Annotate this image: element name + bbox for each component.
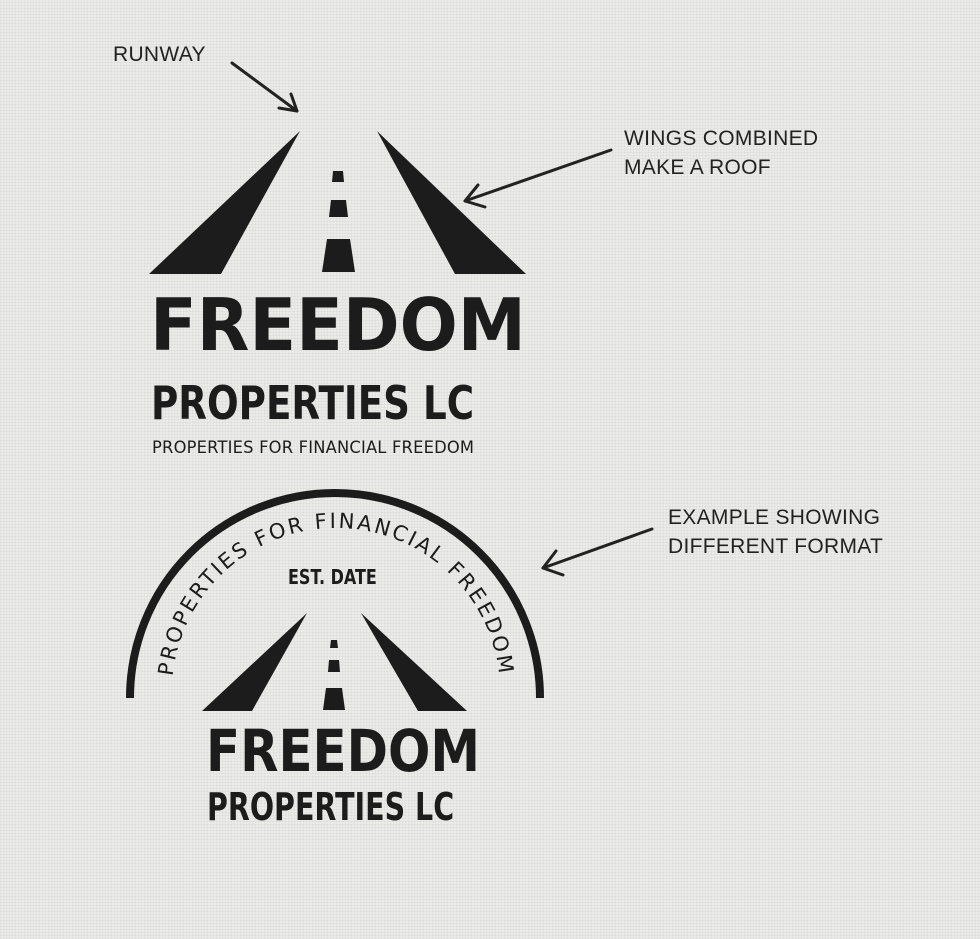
annotation-runway: RUNWAY: [113, 40, 206, 69]
annotation-example: EXAMPLE SHOWING DIFFERENT FORMAT: [668, 503, 883, 561]
badge-logo-subname: PROPERTIES LC: [207, 785, 455, 829]
primary-logo-runway: [322, 171, 355, 272]
arrow-runway-icon: [230, 61, 299, 113]
arrow-wings-icon: [463, 148, 613, 209]
primary-logo-subname: PROPERTIES LC: [151, 376, 475, 430]
right-wing-shape: [377, 131, 526, 274]
annotation-wings-line2: MAKE A ROOF: [624, 156, 771, 179]
badge-logo-name: FREEDOM: [206, 717, 481, 785]
badge-logo-runway: [323, 640, 345, 710]
badge-est-date: EST. DATE: [288, 565, 377, 589]
annotation-example-line2: DIFFERENT FORMAT: [668, 535, 884, 558]
badge-arc-shape: [126, 489, 544, 699]
arrow-example-icon: [541, 527, 654, 577]
annotation-wings-line1: WINGS COMBINED: [624, 127, 819, 150]
left-wing-shape: [149, 131, 300, 274]
primary-logo-tagline: PROPERTIES FOR FINANCIAL FREEDOM: [152, 438, 475, 458]
annotation-wings: WINGS COMBINED MAKE A ROOF: [624, 124, 818, 182]
badge-logo-wings: [202, 613, 467, 711]
primary-logo-wings: [149, 131, 526, 274]
annotation-runway-text: RUNWAY: [113, 43, 206, 66]
badge-left-wing-shape: [202, 613, 307, 711]
primary-logo-name: FREEDOM: [150, 283, 526, 367]
badge-right-wing-shape: [361, 613, 467, 711]
annotation-example-line1: EXAMPLE SHOWING: [668, 506, 881, 529]
